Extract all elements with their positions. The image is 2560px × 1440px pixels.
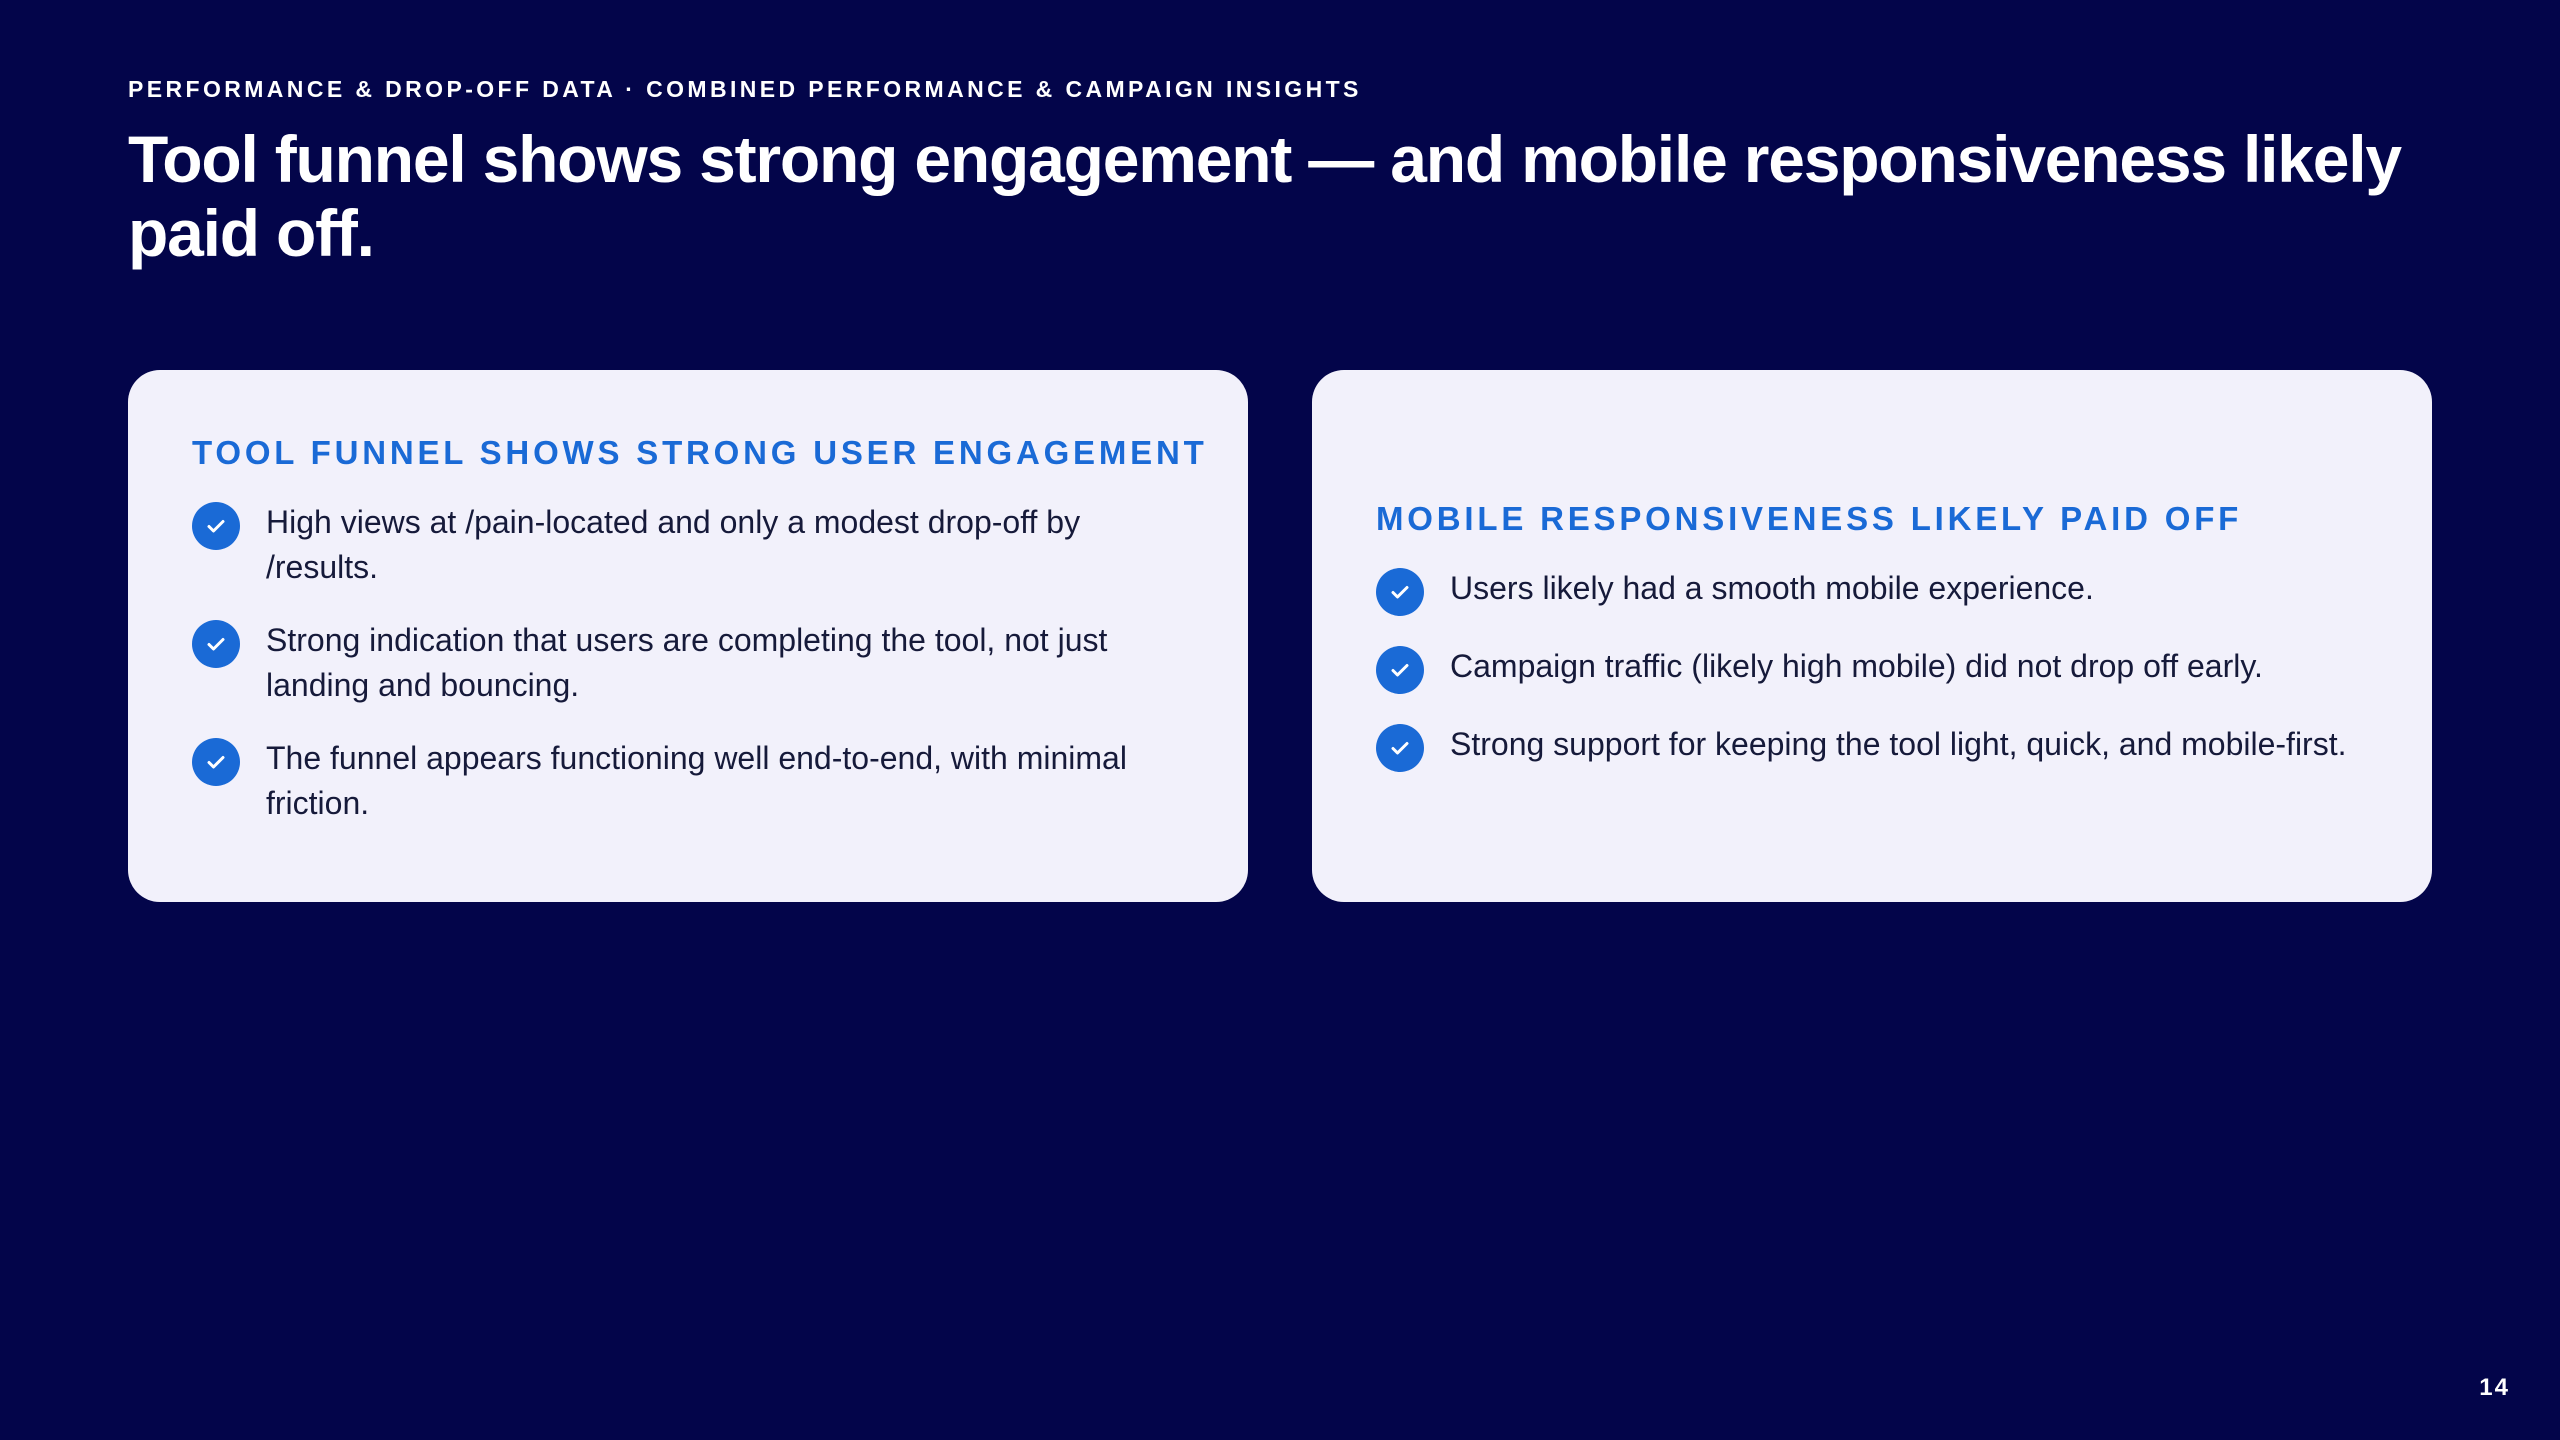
insight-cards: TOOL FUNNEL SHOWS STRONG USER ENGAGEMENT… [128,370,2432,902]
section-eyebrow: PERFORMANCE & DROP-OFF DATA · COMBINED P… [128,76,1362,102]
check-circle-icon [192,738,240,786]
page-number: 14 [2479,1374,2510,1401]
card-title: TOOL FUNNEL SHOWS STRONG USER ENGAGEMENT [192,434,1208,471]
bullet-item: The funnel appears functioning well end-… [192,736,1184,826]
check-circle-icon [192,502,240,550]
check-circle-icon [1376,646,1424,694]
bullet-list: Users likely had a smooth mobile experie… [1376,566,2368,772]
bullet-text: Strong support for keeping the tool ligh… [1450,726,2347,762]
bullet-text: Campaign traffic (likely high mobile) di… [1450,648,2263,684]
bullet-item: High views at /pain-located and only a m… [192,500,1184,590]
check-circle-icon [192,620,240,668]
check-circle-icon [1376,568,1424,616]
bullet-text: The funnel appears functioning well end-… [266,740,1127,821]
bullet-list: High views at /pain-located and only a m… [192,500,1184,826]
bullet-text: Users likely had a smooth mobile experie… [1450,570,2094,606]
card-mobile-responsiveness: MOBILE RESPONSIVENESS LIKELY PAID OFF Us… [1312,370,2432,902]
bullet-item: Campaign traffic (likely high mobile) di… [1376,644,2368,694]
bullet-item: Strong indication that users are complet… [192,618,1184,708]
card-title: MOBILE RESPONSIVENESS LIKELY PAID OFF [1376,500,2243,537]
bullet-item: Users likely had a smooth mobile experie… [1376,566,2368,616]
bullet-text: High views at /pain-located and only a m… [266,504,1081,585]
bullet-item: Strong support for keeping the tool ligh… [1376,722,2368,772]
bullet-text: Strong indication that users are complet… [266,622,1108,703]
card-tool-funnel: TOOL FUNNEL SHOWS STRONG USER ENGAGEMENT… [128,370,1248,902]
check-circle-icon [1376,724,1424,772]
slide-headline: Tool funnel shows strong engagement — an… [128,122,2402,270]
